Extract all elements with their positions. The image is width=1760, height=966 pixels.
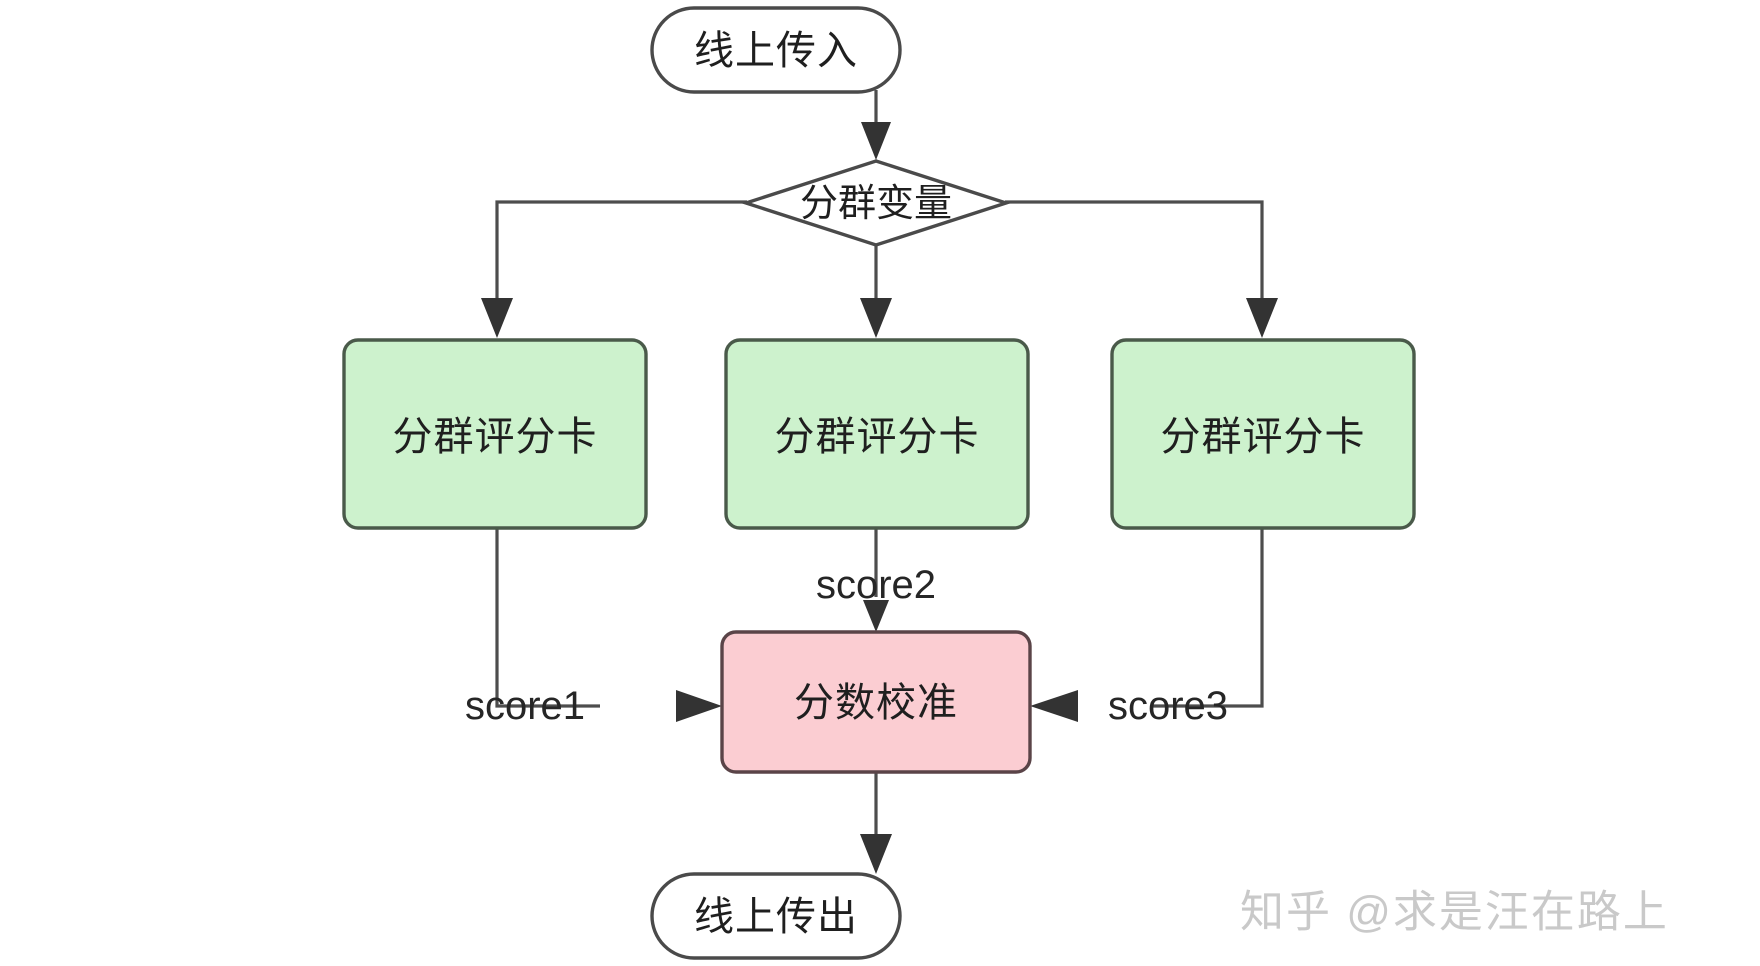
end-shape [650,872,902,960]
node-calibration[interactable]: 分数校准 [720,630,1032,774]
node-scorecard-mid[interactable]: 分群评分卡 [724,338,1030,530]
watermark-label: 知乎 @求是汪在路上 [1240,888,1669,937]
calibration-shape [720,630,1032,774]
node-scorecard-left[interactable]: 分群评分卡 [342,338,648,530]
decision-label: 分群变量 [800,183,952,225]
scorecard-left-shape [342,338,648,530]
edge-label-score3: score3 [1108,684,1228,728]
edge-start-to-decision [861,90,891,160]
edge-decision-to-scorecard-left [481,200,747,338]
node-scorecard-right[interactable]: 分群评分卡 [1110,338,1416,530]
edge-labels-layer: score1 score2 score3 [465,563,1228,728]
calibration-label: 分数校准 [794,681,958,725]
start-shape [650,6,902,94]
edge-decision-to-scorecard-mid [860,243,892,338]
scorecard-mid-label: 分群评分卡 [775,415,980,459]
end-label: 线上传出 [694,895,858,939]
nodes-layer: 线上传入 分群变量 分群评分卡 分群评分卡 分群评分卡 [342,6,1416,960]
edge-scorecard-mid-to-calibration [863,527,889,632]
decision-shape [740,159,1012,247]
scorecard-right-shape [1110,338,1416,530]
scorecard-left-label: 分群评分卡 [393,415,598,459]
start-label: 线上传入 [694,29,858,73]
edge-scorecard-right-to-calibration [1030,527,1264,722]
edge-label-score2: score2 [816,563,936,607]
node-decision[interactable]: 分群变量 [740,159,1012,247]
scorecard-right-label: 分群评分卡 [1161,415,1366,459]
edge-decision-to-scorecard-right [1005,200,1278,338]
edge-scorecard-left-to-calibration [495,527,722,722]
edge-label-score1: score1 [465,684,585,728]
watermark: 知乎 @求是汪在路上 [1240,888,1669,937]
scorecard-mid-shape [724,338,1030,530]
node-start[interactable]: 线上传入 [650,6,902,94]
node-end[interactable]: 线上传出 [650,872,902,960]
edge-calibration-to-end [860,772,892,874]
edges-layer [481,90,1278,874]
